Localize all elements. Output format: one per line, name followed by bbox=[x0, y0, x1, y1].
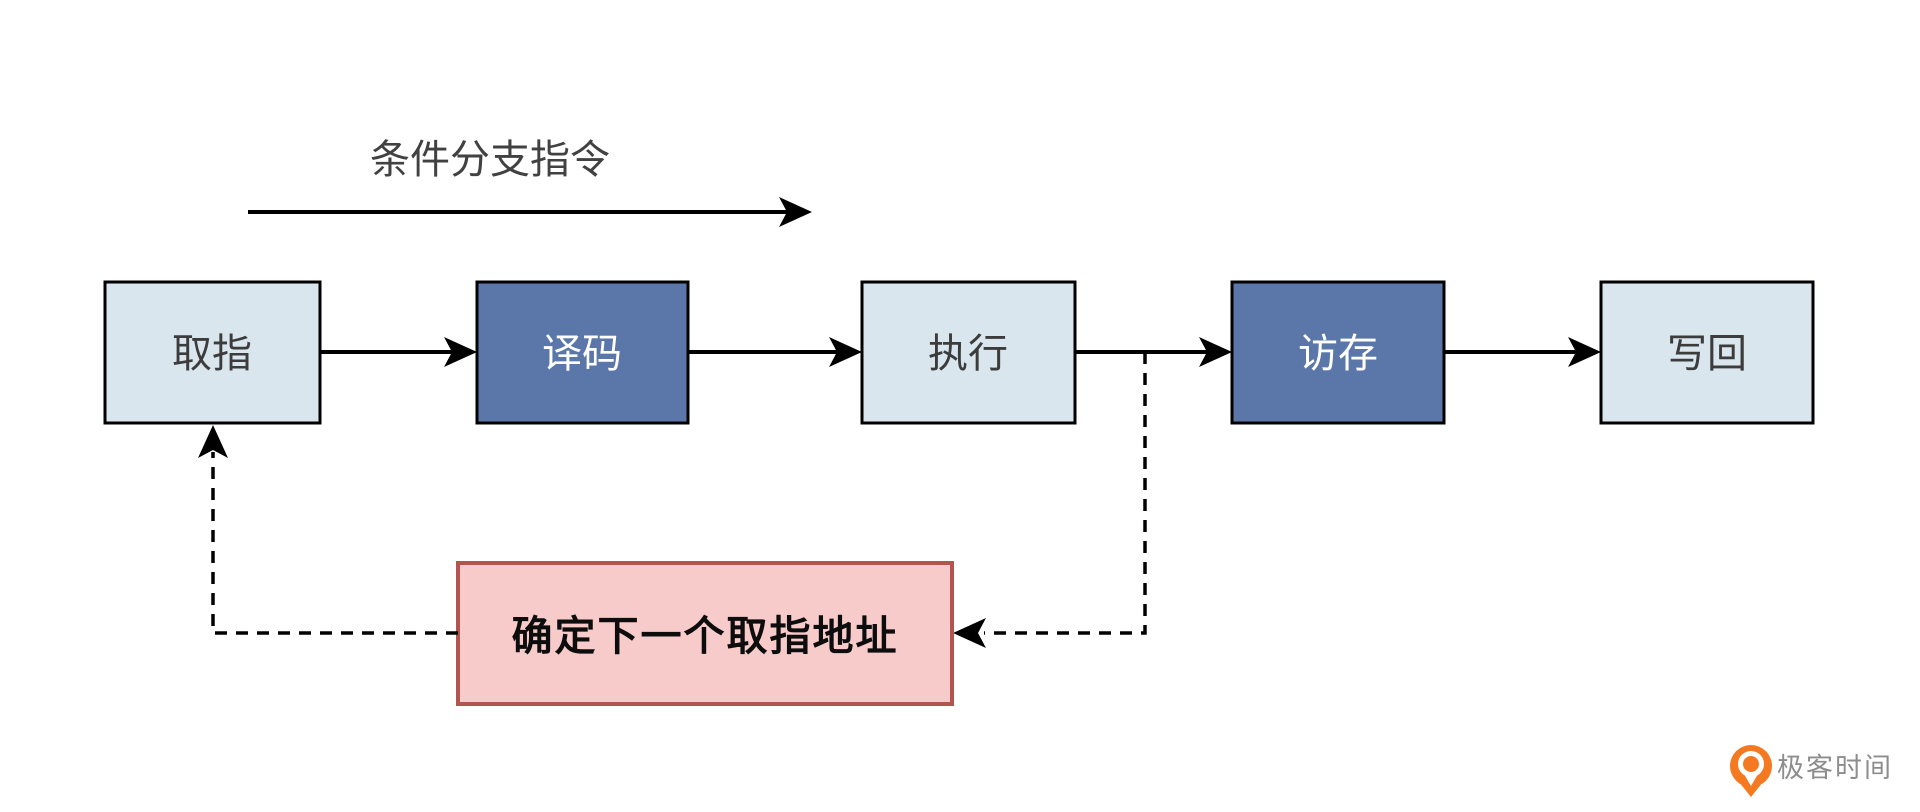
arrow-memory-to-writeback-head-icon bbox=[1568, 337, 1601, 367]
geektime-logo-icon-tail bbox=[1739, 782, 1763, 797]
stage-box-execute: 执行 bbox=[860, 280, 1077, 425]
geektime-logo-icon-arrow bbox=[1744, 774, 1758, 786]
feedback-box: 确定下一个取指地址 bbox=[456, 561, 954, 706]
stage-box-decode-rect bbox=[475, 280, 690, 425]
dashed-branch-to-feedback-path bbox=[984, 352, 1147, 635]
dashed-feedback-to-fetch bbox=[198, 425, 458, 635]
geektime-logo-text: 极客时间 bbox=[1777, 753, 1893, 783]
stage-box-execute-rect bbox=[860, 280, 1077, 425]
stage-box-fetch-rect bbox=[103, 280, 322, 425]
stage-box-memory-access-rect bbox=[1230, 280, 1446, 425]
arrow-execute-to-memory bbox=[1075, 337, 1232, 367]
dashed-branch-to-feedback-head-icon bbox=[953, 618, 986, 648]
stage-box-write-back-rect bbox=[1599, 280, 1815, 425]
stage-label-fetch: 取指 bbox=[172, 332, 252, 376]
stage-box-decode: 译码 bbox=[475, 280, 690, 425]
stage-box-fetch: 取指 bbox=[103, 280, 322, 425]
arrow-execute-to-memory-head-icon bbox=[1199, 337, 1232, 367]
arrow-memory-to-writeback bbox=[1444, 337, 1601, 367]
dashed-feedback-to-fetch-head-icon bbox=[198, 425, 228, 458]
stage-label-execute: 执行 bbox=[928, 332, 1008, 376]
geektime-logo-icon bbox=[1730, 745, 1772, 797]
feedback-box-label: 确定下一个取指地址 bbox=[512, 613, 899, 659]
geektime-logo: 极客时间 bbox=[1730, 745, 1893, 797]
dashed-feedback-to-fetch-path bbox=[211, 452, 458, 635]
stage-box-memory-access: 访存 bbox=[1230, 280, 1446, 425]
arrow-fetch-to-decode bbox=[320, 337, 477, 367]
geektime-logo-icon-bubble bbox=[1730, 745, 1772, 787]
stage-label-write-back: 写回 bbox=[1667, 332, 1747, 376]
arrow-fetch-to-decode-head-icon bbox=[444, 337, 477, 367]
feedback-box-rect bbox=[456, 561, 954, 706]
geektime-logo-icon-ring bbox=[1738, 751, 1764, 777]
stage-box-write-back: 写回 bbox=[1599, 280, 1815, 425]
conditional-branch-arrow bbox=[248, 197, 812, 227]
dashed-branch-to-feedback bbox=[953, 352, 1147, 648]
arrow-decode-to-execute-head-icon bbox=[829, 337, 862, 367]
arrow-decode-to-execute bbox=[688, 337, 862, 367]
conditional-branch-arrowhead-icon bbox=[779, 197, 812, 227]
stage-label-memory-access: 访存 bbox=[1298, 332, 1378, 376]
conditional-branch-label: 条件分支指令 bbox=[370, 138, 610, 182]
stage-label-decode: 译码 bbox=[542, 332, 622, 376]
